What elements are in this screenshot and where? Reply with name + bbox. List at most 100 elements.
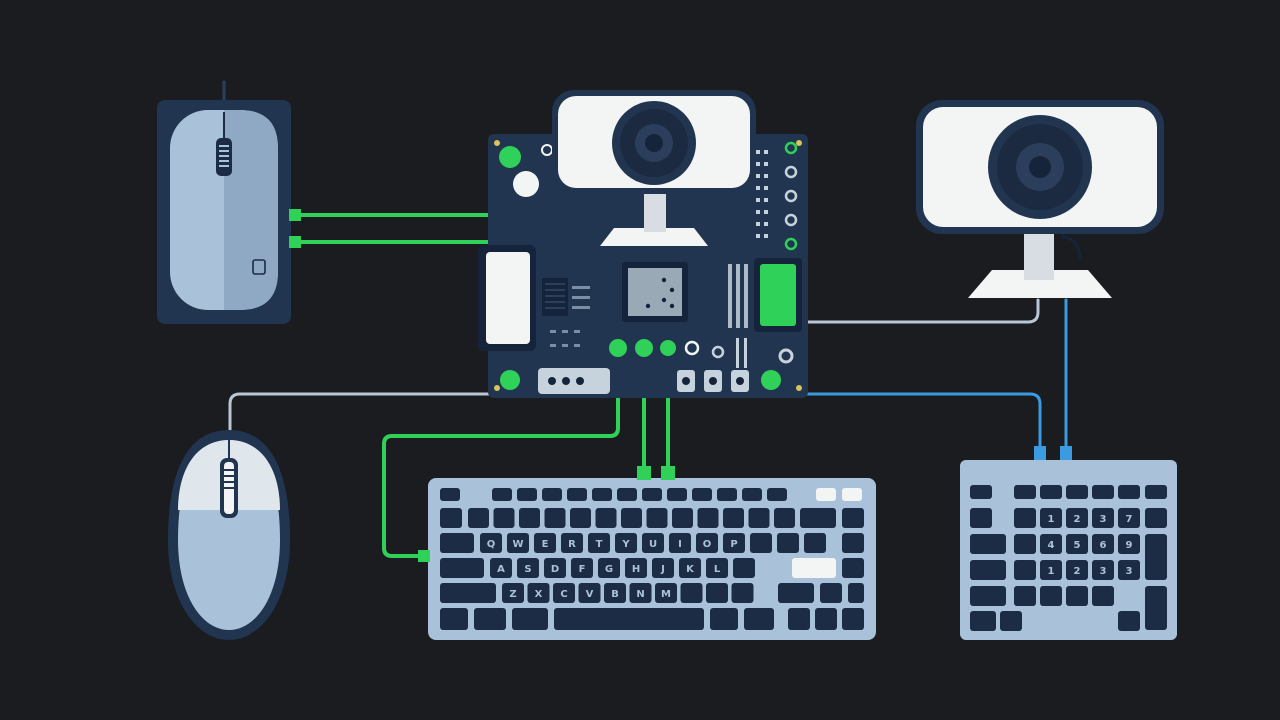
keyboard-enter-key[interactable] <box>792 558 836 578</box>
numpad-side-key[interactable] <box>970 534 1006 554</box>
keyboard-arrow-key[interactable] <box>788 608 810 630</box>
keyboard-letter-key[interactable] <box>544 558 566 578</box>
keyboard-letter-key[interactable] <box>480 533 502 553</box>
numpad-side-key[interactable] <box>970 586 1006 606</box>
keyboard-function-key[interactable] <box>842 488 862 501</box>
keyboard-number-key[interactable] <box>493 508 515 528</box>
numpad-digit-key[interactable] <box>1014 508 1036 528</box>
numpad-side-key[interactable] <box>970 508 992 528</box>
keyboard-nav-key[interactable] <box>842 558 864 578</box>
keyboard-number-key[interactable] <box>544 508 566 528</box>
numpad-digit-key[interactable] <box>1014 534 1036 554</box>
keyboard-function-key[interactable] <box>567 488 587 501</box>
keyboard-letter-key[interactable] <box>615 533 637 553</box>
keyboard-tab-key[interactable] <box>440 533 474 553</box>
keyboard-function-key[interactable] <box>717 488 737 501</box>
keyboard-number-key[interactable] <box>440 508 462 528</box>
keyboard-letter-key[interactable] <box>604 583 626 603</box>
keyboard-number-key[interactable] <box>468 508 489 528</box>
keyboard-function-key[interactable] <box>542 488 562 501</box>
numpad-enter-key[interactable] <box>1145 586 1167 630</box>
keyboard-caps-key[interactable] <box>440 558 484 578</box>
keyboard-letter-key[interactable] <box>652 558 674 578</box>
numpad-digit-key[interactable] <box>1066 534 1088 554</box>
keyboard-function-key[interactable] <box>742 488 762 501</box>
numpad-side-key[interactable] <box>970 611 996 631</box>
keyboard-function-key[interactable] <box>767 488 787 501</box>
keyboard-alt-key[interactable] <box>474 608 506 630</box>
numpad-digit-key[interactable] <box>1040 534 1062 554</box>
numpad-digit-key[interactable] <box>1092 534 1114 554</box>
keyboard-letter-key[interactable] <box>642 533 664 553</box>
keyboard-letter-key[interactable] <box>733 558 755 578</box>
keyboard-number-key[interactable] <box>519 508 540 528</box>
keyboard-ctrl-key[interactable] <box>440 608 468 630</box>
numpad-digit-key[interactable] <box>1092 508 1114 528</box>
keyboard-number-key[interactable] <box>570 508 591 528</box>
keyboard-function-key[interactable] <box>816 488 836 501</box>
keyboard-arrow-key[interactable] <box>815 608 837 630</box>
keyboard-letter-key[interactable] <box>750 533 772 553</box>
numpad-operator-key[interactable] <box>1145 508 1167 528</box>
keyboard-function-key[interactable] <box>667 488 687 501</box>
numpad-top-key[interactable] <box>1014 485 1036 499</box>
keyboard-number-key[interactable] <box>774 508 795 528</box>
keyboard-letter-key[interactable] <box>777 533 799 553</box>
keyboard-letter-key[interactable] <box>578 583 601 603</box>
numpad-digit-key[interactable] <box>1118 534 1140 554</box>
keyboard-letter-key[interactable] <box>706 583 728 603</box>
numpad-top-key[interactable] <box>1118 485 1140 499</box>
keyboard-function-key[interactable] <box>692 488 712 501</box>
keyboard-cmd-key-right[interactable] <box>710 608 738 630</box>
keyboard-nav-key[interactable] <box>848 583 864 603</box>
keyboard-letter-key[interactable] <box>571 558 593 578</box>
keyboard-letter-key[interactable] <box>679 558 701 578</box>
keyboard-letter-key[interactable] <box>507 533 529 553</box>
numpad-digit-key[interactable] <box>1040 508 1062 528</box>
keyboard-number-key[interactable] <box>646 508 668 528</box>
numpad-side-key[interactable] <box>970 560 1006 580</box>
numpad-side-key[interactable] <box>1000 611 1022 631</box>
keyboard-letter-key[interactable] <box>696 533 718 553</box>
keyboard-letter-key[interactable] <box>625 558 647 578</box>
numpad-top-key[interactable] <box>970 485 992 499</box>
keyboard-number-key[interactable] <box>723 508 744 528</box>
keyboard-number-key[interactable] <box>621 508 642 528</box>
keyboard-letter-key[interactable] <box>804 533 826 553</box>
numpad-digit-key[interactable] <box>1092 586 1114 606</box>
keyboard-cmd-key[interactable] <box>512 608 548 630</box>
numpad-digit-key[interactable] <box>1092 560 1114 580</box>
numpad-top-key[interactable] <box>1040 485 1062 499</box>
keyboard-nav-key[interactable] <box>842 533 864 553</box>
keyboard-spacebar[interactable] <box>554 608 704 630</box>
numpad-digit-key[interactable] <box>1040 586 1062 606</box>
keyboard-arrow-key[interactable] <box>842 608 864 630</box>
keyboard-letter-key[interactable] <box>669 533 691 553</box>
numpad-digit-key[interactable] <box>1066 586 1088 606</box>
keyboard-function-key[interactable] <box>440 488 460 501</box>
keyboard-letter-key[interactable] <box>502 583 524 603</box>
keyboard-letter-key[interactable] <box>527 583 550 603</box>
keyboard-function-key[interactable] <box>617 488 637 501</box>
keyboard-letter-key[interactable] <box>598 558 620 578</box>
keyboard-alt-key-right[interactable] <box>744 608 774 630</box>
numpad-digit-key[interactable] <box>1040 560 1062 580</box>
numpad-plus-key[interactable] <box>1145 534 1167 580</box>
keyboard-letter-key[interactable] <box>629 583 652 603</box>
numpad-top-key[interactable] <box>1066 485 1088 499</box>
keyboard-function-key[interactable] <box>642 488 662 501</box>
keyboard-letter-key[interactable] <box>588 533 610 553</box>
keyboard-letter-key[interactable] <box>553 583 575 603</box>
numpad-top-key[interactable] <box>1092 485 1114 499</box>
numpad-digit-key[interactable] <box>1014 560 1036 580</box>
keyboard-backspace-key[interactable] <box>800 508 836 528</box>
numpad-digit-key[interactable] <box>1118 508 1140 528</box>
keyboard-letter-key[interactable] <box>723 533 745 553</box>
keyboard-shift-key-right[interactable] <box>778 583 814 603</box>
numpad-digit-key[interactable] <box>1118 560 1140 580</box>
keyboard-letter-key[interactable] <box>517 558 539 578</box>
keyboard-letter-key[interactable] <box>534 533 556 553</box>
numpad-digit-key[interactable] <box>1014 586 1036 606</box>
keyboard-nav-key[interactable] <box>842 508 864 528</box>
keyboard-letter-key[interactable] <box>680 583 703 603</box>
